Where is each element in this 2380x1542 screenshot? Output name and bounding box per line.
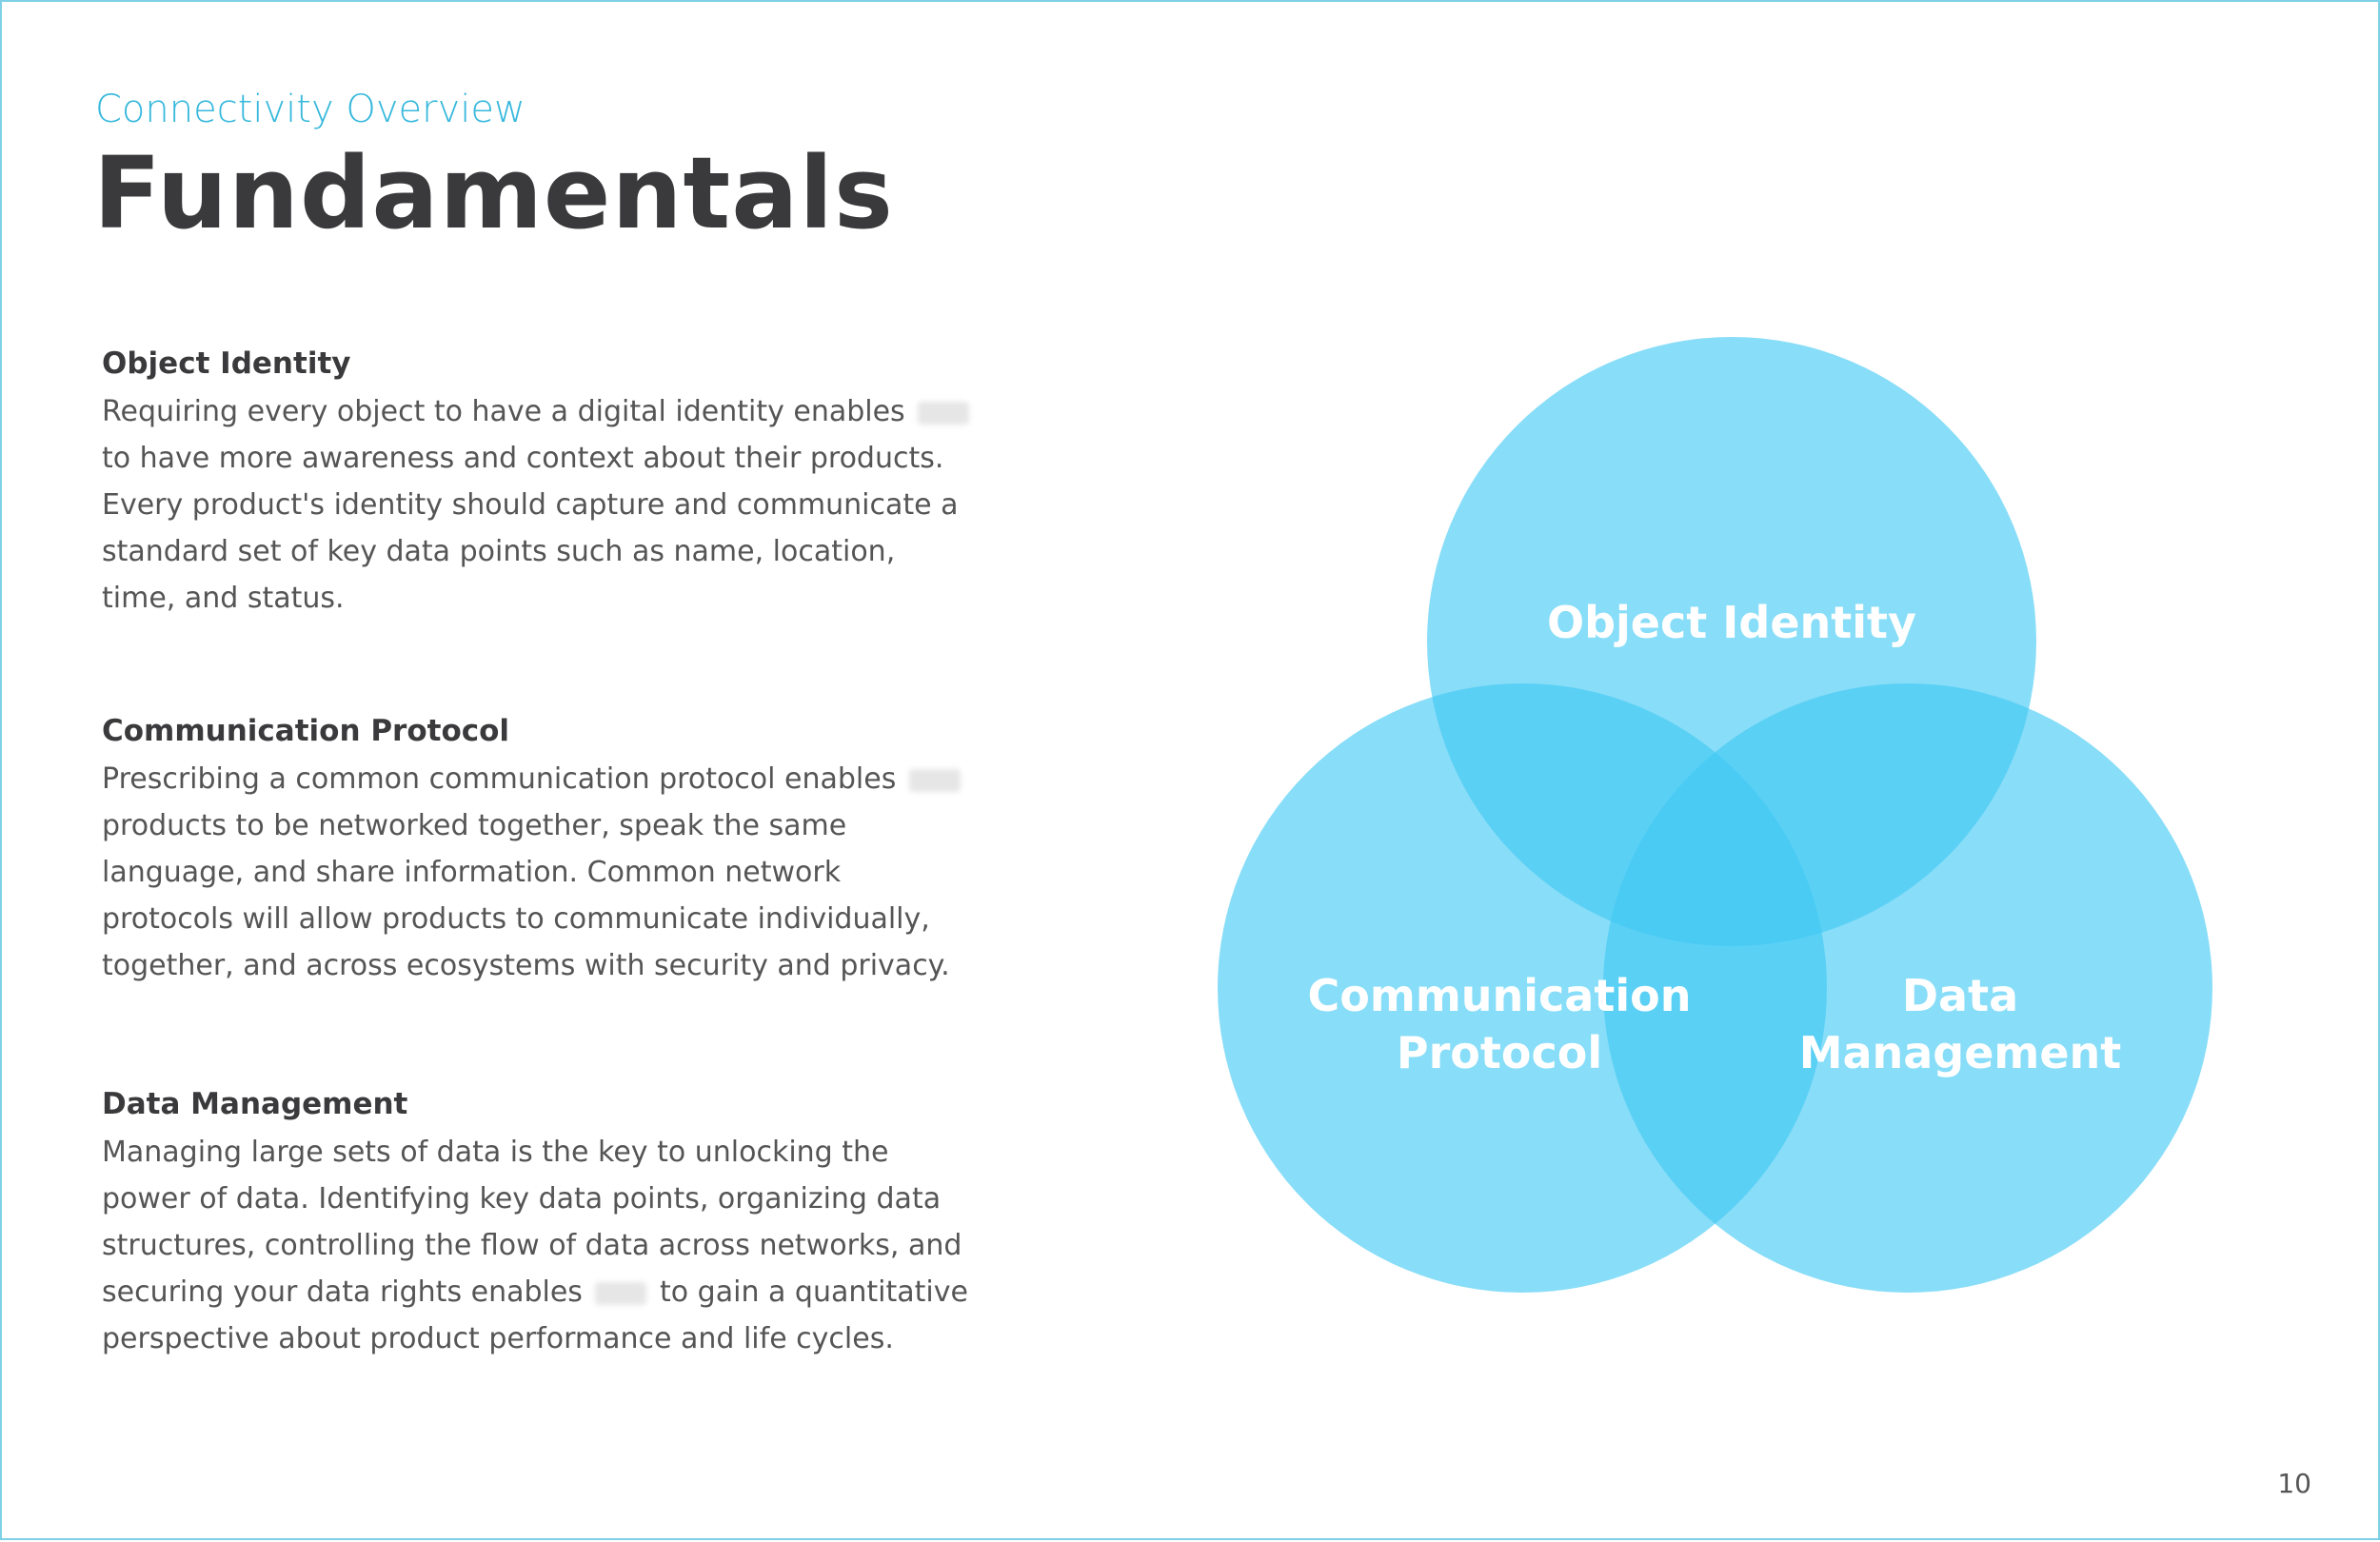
body-text-after: to gain a quantitative perspective about… — [102, 1275, 968, 1355]
venn-label-management: Management — [1799, 1027, 2122, 1078]
venn-label-protocol: Protocol — [1397, 1027, 1602, 1078]
redacted-text — [595, 1281, 647, 1305]
body-text-after: to have more awareness and context about… — [102, 442, 959, 615]
venn-label-data: Data — [1902, 970, 2018, 1021]
section-body: Prescribing a common communication proto… — [102, 756, 978, 989]
body-text-before: Requiring every object to have a digital… — [102, 395, 905, 428]
section-kicker: Connectivity Overview — [95, 88, 526, 131]
redacted-text — [908, 768, 961, 792]
body-text-before: Prescribing a common communication proto… — [102, 762, 897, 796]
redacted-text — [918, 401, 970, 425]
section-body: Managing large sets of data is the key t… — [102, 1129, 978, 1362]
section-body: Requiring every object to have a digital… — [102, 388, 978, 622]
section-object-identity: Object Identity Requiring every object t… — [102, 346, 978, 622]
page-number: 10 — [2277, 1468, 2311, 1499]
section-heading: Data Management — [102, 1087, 408, 1121]
venn-label-object-identity: Object Identity — [1547, 597, 1916, 648]
section-data-management: Data Management Managing large sets of d… — [102, 1087, 978, 1362]
section-heading: Communication Protocol — [102, 714, 510, 748]
section-heading: Object Identity — [102, 346, 351, 381]
body-text-before: Managing large sets of data is the key t… — [102, 1136, 962, 1309]
page-title: Fundamentals — [93, 135, 894, 251]
body-text-after: products to be networked together, speak… — [102, 809, 950, 982]
section-communication-protocol: Communication Protocol Prescribing a com… — [102, 714, 978, 989]
venn-label-communication: Communication — [1308, 970, 1692, 1021]
venn-circle-data-management — [1603, 683, 2212, 1293]
